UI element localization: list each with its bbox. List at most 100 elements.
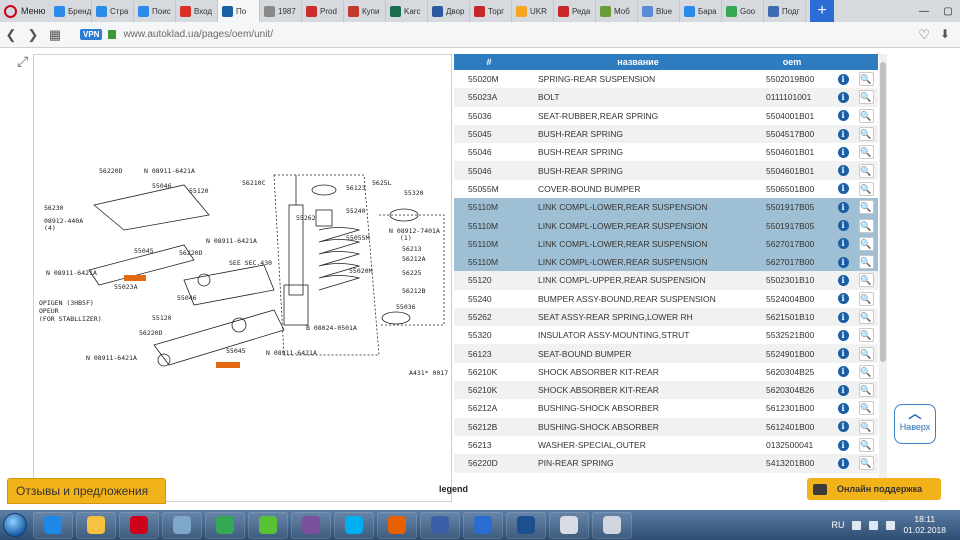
browser-tab[interactable]: Бара [680, 0, 722, 22]
info-icon[interactable]: i [837, 457, 849, 469]
info-icon[interactable]: i [837, 311, 849, 323]
browser-tab[interactable]: Поис [134, 0, 176, 22]
info-icon[interactable]: i [837, 256, 849, 268]
browser-tab[interactable]: Бренд [50, 0, 92, 22]
search-icon[interactable]: 🔍 [858, 108, 874, 123]
info-icon[interactable]: i [837, 384, 849, 396]
forward-icon[interactable]: ❯ [27, 26, 39, 42]
maximize-icon[interactable]: ▢ [943, 5, 953, 17]
col-header-num[interactable]: # [486, 57, 492, 67]
browser-tab[interactable]: Blue [638, 0, 680, 22]
volume-icon[interactable] [886, 520, 896, 530]
clock[interactable]: 18:11 01.02.2018 [903, 514, 946, 536]
search-icon[interactable]: 🔍 [858, 127, 874, 142]
search-icon[interactable]: 🔍 [858, 401, 874, 416]
search-icon[interactable]: 🔍 [858, 383, 874, 398]
search-icon[interactable]: 🔍 [858, 255, 874, 270]
info-icon[interactable]: i [837, 238, 849, 250]
taskbar-app-firefox[interactable] [377, 511, 417, 539]
start-button[interactable] [0, 510, 30, 540]
browser-tab[interactable]: Karc [386, 0, 428, 22]
back-to-top-button[interactable]: ︿ Наверх [894, 404, 936, 444]
taskbar-app-viber[interactable] [291, 511, 331, 539]
new-tab-button[interactable]: + [810, 0, 834, 22]
browser-tab[interactable]: 1987 [260, 0, 302, 22]
search-icon[interactable]: 🔍 [858, 236, 874, 251]
search-icon[interactable]: 🔍 [858, 90, 874, 105]
info-icon[interactable]: i [837, 366, 849, 378]
search-icon[interactable]: 🔍 [858, 419, 874, 434]
opera-menu-button[interactable]: Меню [0, 0, 50, 22]
search-icon[interactable]: 🔍 [858, 218, 874, 233]
info-icon[interactable]: i [837, 73, 849, 85]
search-icon[interactable]: 🔍 [858, 181, 874, 196]
col-header-name[interactable]: название [617, 57, 659, 67]
info-icon[interactable]: i [837, 91, 849, 103]
search-icon[interactable]: 🔍 [858, 163, 874, 178]
url-field[interactable]: www.autoklad.ua/pages/oem/unit/ [123, 29, 273, 40]
taskbar-app-chrome[interactable] [205, 511, 245, 539]
search-icon[interactable]: 🔍 [858, 291, 874, 306]
info-icon[interactable]: i [837, 201, 849, 213]
browser-tab[interactable]: Подг [764, 0, 806, 22]
search-icon[interactable]: 🔍 [858, 310, 874, 324]
taskbar-app-tecdoc[interactable] [506, 511, 546, 539]
info-icon[interactable]: i [837, 128, 849, 140]
browser-tab[interactable]: Реда [554, 0, 596, 22]
search-icon[interactable]: 🔍 [858, 200, 874, 215]
scrollbar-thumb[interactable] [880, 62, 886, 362]
taskbar-app-skype[interactable] [334, 511, 374, 539]
search-icon[interactable]: 🔍 [858, 438, 874, 453]
taskbar-app-app-doc[interactable] [592, 511, 632, 539]
online-support-button[interactable]: Онлайн поддержка [807, 478, 941, 500]
back-icon[interactable]: ❮ [5, 26, 17, 42]
browser-tab[interactable]: Goo [722, 0, 764, 22]
info-icon[interactable]: i [837, 329, 849, 341]
taskbar-app-app-blue[interactable] [420, 511, 460, 539]
browser-tab[interactable]: UKR [512, 0, 554, 22]
taskbar-app-opera[interactable] [119, 511, 159, 539]
info-icon[interactable]: i [837, 439, 849, 451]
fullscreen-expand-icon[interactable]: ⤢ [17, 53, 29, 69]
page-scrollbar[interactable] [879, 54, 887, 502]
search-icon[interactable]: 🔍 [858, 456, 874, 471]
tabs-grid-icon[interactable]: ▦ [48, 26, 62, 42]
search-icon[interactable]: 🔍 [858, 273, 874, 288]
info-icon[interactable]: i [837, 274, 849, 286]
info-icon[interactable]: i [837, 146, 849, 158]
info-icon[interactable]: i [837, 110, 849, 122]
search-icon[interactable]: 🔍 [858, 72, 874, 87]
browser-tab[interactable]: Prod [302, 0, 344, 22]
browser-tab[interactable]: Стра [92, 0, 134, 22]
taskbar-app-icq[interactable] [248, 511, 288, 539]
info-icon[interactable]: i [837, 421, 849, 433]
browser-tab[interactable]: Двор [428, 0, 470, 22]
vpn-badge[interactable]: VPN [80, 29, 103, 40]
language-indicator[interactable]: RU [831, 520, 845, 530]
download-icon[interactable]: ⬇ [939, 27, 950, 41]
browser-tab[interactable]: Торг [470, 0, 512, 22]
flag-icon[interactable] [852, 520, 862, 530]
browser-tab[interactable]: Купи [344, 0, 386, 22]
info-icon[interactable]: i [837, 165, 849, 177]
search-icon[interactable]: 🔍 [858, 346, 874, 361]
info-icon[interactable]: i [837, 293, 849, 305]
